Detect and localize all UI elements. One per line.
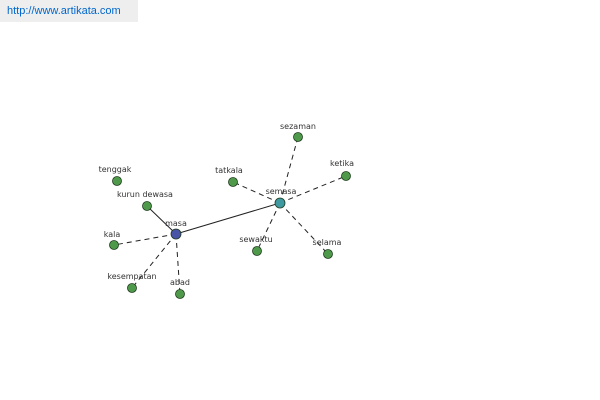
edge-masa-kurun-dewasa xyxy=(146,205,177,235)
edge-semasa-sezaman xyxy=(279,136,299,204)
node-label-masa: masa xyxy=(165,219,187,228)
node-label-ketika: ketika xyxy=(330,159,354,168)
node-masa[interactable] xyxy=(170,228,182,240)
node-label-semasa: semasa xyxy=(266,187,297,196)
node-tatkala[interactable] xyxy=(228,177,238,187)
node-ketika[interactable] xyxy=(341,171,351,181)
node-abad[interactable] xyxy=(175,289,185,299)
node-sezaman[interactable] xyxy=(293,132,303,142)
node-tenggak[interactable] xyxy=(112,176,122,186)
node-label-kala: kala xyxy=(104,230,121,239)
edge-semasa-ketika xyxy=(279,175,347,204)
node-selama[interactable] xyxy=(323,249,333,259)
edge-semasa-selama xyxy=(279,202,329,255)
nodes-layer xyxy=(109,132,351,299)
node-label-tenggak: tenggak xyxy=(99,165,132,174)
node-label-selama: selama xyxy=(313,238,342,247)
node-label-tatkala: tatkala xyxy=(215,166,243,175)
node-semasa[interactable] xyxy=(274,197,286,209)
edge-masa-abad xyxy=(175,233,181,295)
node-label-sezaman: sezaman xyxy=(280,122,316,131)
node-kurun-dewasa[interactable] xyxy=(142,201,152,211)
node-label-sewaktu: sewaktu xyxy=(239,235,272,244)
edges-layer xyxy=(113,136,347,295)
labels-layer: masa semasa sezaman ketika tatkala sewaktu sel… xyxy=(99,122,355,287)
edge-masa-semasa xyxy=(175,202,281,235)
node-sewaktu[interactable] xyxy=(252,246,262,256)
edge-masa-kala xyxy=(113,233,177,246)
node-label-kurun-dewasa: kurun dewasa xyxy=(117,190,173,199)
node-kala[interactable] xyxy=(109,240,119,250)
node-kesempatan[interactable] xyxy=(127,283,137,293)
node-label-abad: abad xyxy=(170,278,190,287)
edge-masa-kesempatan xyxy=(131,233,177,289)
node-label-kesempatan: kesempatan xyxy=(107,272,156,281)
source-url-link[interactable]: http://www.artikata.com xyxy=(0,0,138,22)
